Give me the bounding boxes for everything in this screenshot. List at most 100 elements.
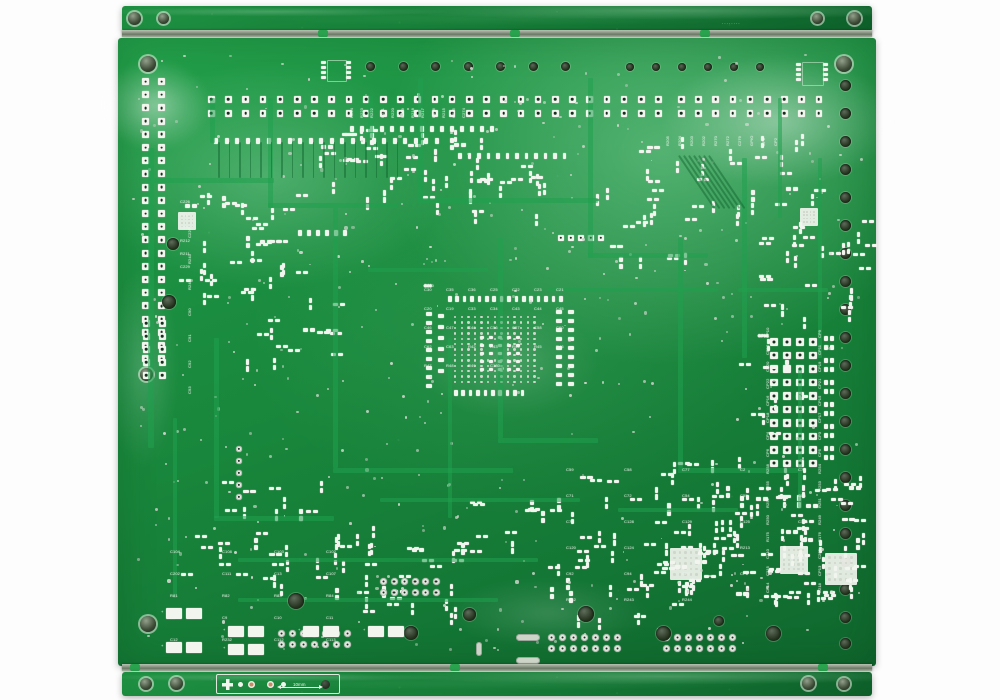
header-pad xyxy=(770,419,778,427)
smd-pad xyxy=(857,239,861,245)
bga-inner-pad xyxy=(507,344,511,347)
smd-pad xyxy=(672,469,677,475)
smd-pad xyxy=(689,579,695,583)
smd-pad xyxy=(675,161,679,167)
bga-ball-pad xyxy=(813,211,815,213)
mount-hole-bl xyxy=(140,616,156,632)
smd-pad xyxy=(786,595,792,599)
bga-ball-pad xyxy=(844,572,848,576)
polarized-cap-marker: + xyxy=(298,627,301,632)
smd-pad xyxy=(245,359,249,365)
smd-pad xyxy=(768,431,774,435)
smd-pad xyxy=(685,590,689,596)
bga-via xyxy=(460,348,463,351)
smd-pad xyxy=(236,260,242,265)
smd-pad xyxy=(845,567,851,571)
silkscreen-label: C35 xyxy=(446,287,454,292)
header-pad xyxy=(142,130,149,138)
smd-pad xyxy=(805,283,811,287)
bga-ball-pad xyxy=(684,556,687,560)
header-pad xyxy=(158,210,165,217)
bga-ball-pad xyxy=(787,563,790,566)
mask-speckle xyxy=(122,6,872,32)
header-pad xyxy=(143,333,150,340)
header-pad xyxy=(798,96,805,103)
smd-pad xyxy=(487,177,493,181)
smd-pad xyxy=(678,581,682,587)
connector-pad xyxy=(707,645,714,652)
via xyxy=(208,163,211,166)
via xyxy=(458,628,462,632)
smd-pad xyxy=(738,363,745,367)
smd-pad xyxy=(647,145,653,149)
smd-pad xyxy=(475,534,481,538)
bga-ball-pad xyxy=(809,211,812,213)
silkscreen-label: C56 xyxy=(490,325,498,330)
smd-pad xyxy=(768,236,774,241)
polarized-cap-pad-b xyxy=(388,626,404,637)
smd-pad xyxy=(670,560,676,564)
smd-pad xyxy=(773,397,777,403)
smd-pad xyxy=(800,140,804,146)
bga-via xyxy=(454,332,457,335)
smd-pad xyxy=(702,546,706,552)
smd-pad xyxy=(718,495,725,499)
via xyxy=(373,476,376,480)
smd-pad xyxy=(639,574,643,580)
via xyxy=(466,152,469,155)
smd-pad xyxy=(830,498,836,502)
smd-pad xyxy=(765,242,771,246)
smd-pad xyxy=(702,553,706,559)
silkscreen-label: R242 xyxy=(566,597,576,602)
smd-pad xyxy=(434,138,439,144)
smd-pad xyxy=(472,210,478,214)
smd-pad xyxy=(477,153,481,159)
mount-hole-rail-tr2 xyxy=(848,12,861,25)
smd-pad xyxy=(667,256,673,260)
smd-pad xyxy=(760,553,766,557)
smd-pad xyxy=(254,537,258,543)
header-pad xyxy=(242,110,249,117)
smd-pad xyxy=(470,126,474,132)
bga-ball-pad xyxy=(806,221,808,223)
smd-pad xyxy=(222,196,226,202)
smd-pad xyxy=(240,291,246,295)
header-pad xyxy=(158,342,165,349)
via xyxy=(287,296,290,299)
smd-pad xyxy=(653,197,659,201)
header-pad xyxy=(158,170,165,178)
smd-pad xyxy=(276,553,282,557)
silkscreen-label: R243 xyxy=(187,254,192,264)
smd-pad xyxy=(473,211,477,217)
header-pad xyxy=(362,96,370,103)
smd-pad xyxy=(445,605,449,611)
smd-pad xyxy=(865,266,872,271)
via xyxy=(808,491,812,495)
smd-pad xyxy=(718,571,722,577)
smd-pad xyxy=(390,126,394,132)
bga-inner-pad xyxy=(480,344,484,347)
connector-pad xyxy=(380,589,387,596)
through-hole xyxy=(464,62,473,71)
bga-via xyxy=(493,375,496,378)
bga-via xyxy=(460,375,463,378)
resistor-pad xyxy=(830,358,834,363)
silkscreen-label: R218 xyxy=(410,108,416,118)
bga-via xyxy=(520,375,523,378)
smd-pad xyxy=(858,483,862,489)
smd-pad xyxy=(284,551,289,557)
header-pad xyxy=(448,96,456,103)
smd-pad xyxy=(562,153,567,159)
smd-pad xyxy=(288,348,294,352)
bga-via xyxy=(506,321,510,324)
smd-pad xyxy=(597,478,603,482)
smd-pad xyxy=(272,563,278,567)
smd-pad xyxy=(786,187,792,191)
right-edge-through-hole xyxy=(840,332,851,343)
bga-inner-pad xyxy=(480,360,484,363)
bga-inner-pad xyxy=(489,336,493,339)
smd-pad xyxy=(605,195,609,201)
silkscreen-label: C72 xyxy=(624,493,632,498)
decoupling-cap-pad xyxy=(568,319,574,323)
